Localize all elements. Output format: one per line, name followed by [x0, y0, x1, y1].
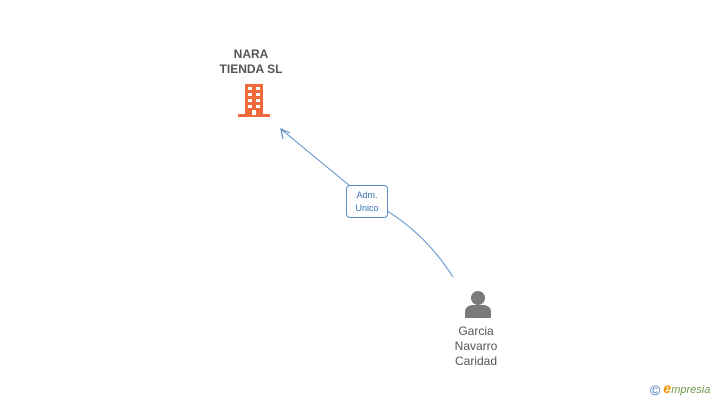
person-icon[interactable] — [464, 290, 492, 323]
relation-label-line-2: Unico — [355, 203, 379, 213]
company-name-line-2: TIENDA SL — [219, 62, 283, 76]
person-name-line-3: Caridad — [454, 354, 498, 368]
brand-logo: © empresia — [650, 380, 710, 398]
person-name[interactable]: Garcia Navarro Caridad — [436, 324, 516, 369]
company-name-line-1: NARA — [233, 47, 269, 61]
company-name[interactable]: NARA TIENDA SL — [200, 47, 302, 77]
relation-label-line-1: Adm. — [356, 190, 378, 200]
logo-initial: e — [663, 380, 672, 396]
building-icon[interactable] — [238, 84, 270, 123]
relation-badge[interactable]: Adm. Unico — [346, 185, 388, 218]
edge-arrowhead — [280, 127, 291, 140]
person-name-line-2: Navarro — [454, 339, 498, 353]
person-name-line-1: Garcia — [458, 324, 494, 338]
copyright-icon: © — [650, 382, 661, 399]
logo-text: mpresia — [671, 384, 711, 396]
